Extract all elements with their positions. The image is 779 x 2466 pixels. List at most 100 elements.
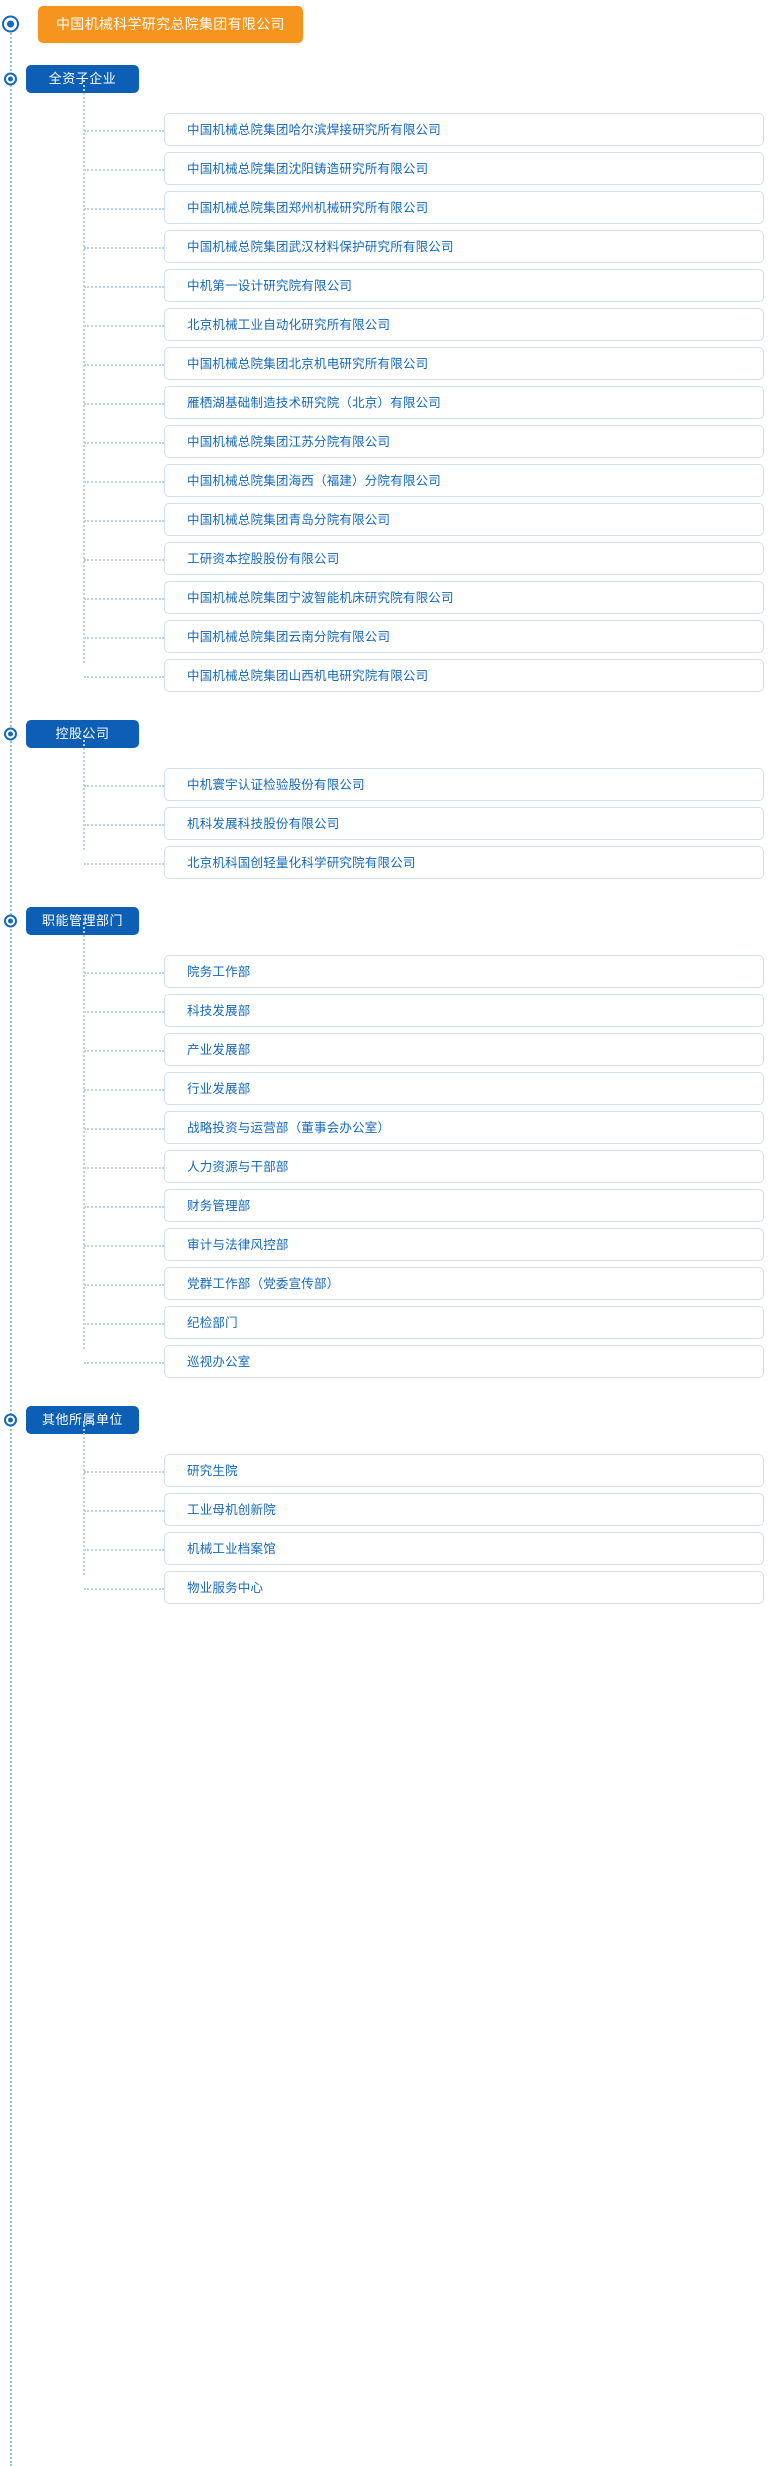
group-bullet-icon: [4, 914, 17, 928]
org-node-row: 中国机械总院集团山西机电研究院有限公司: [0, 656, 779, 695]
org-node-card[interactable]: 物业服务中心: [164, 1571, 764, 1604]
node-connector: [84, 246, 164, 249]
node-connector: [84, 1509, 164, 1512]
org-node-card[interactable]: 北京机科国创轻量化科学研究院有限公司: [164, 846, 764, 879]
org-node-row: 中国机械总院集团哈尔滨焊接研究所有限公司: [0, 110, 779, 149]
org-node-card[interactable]: 中国机械总院集团海西（福建）分院有限公司: [164, 464, 764, 497]
org-group: 控股公司中机寰宇认证检验股份有限公司机科发展科技股份有限公司北京机科国创轻量化科…: [0, 703, 779, 890]
group-label: 职能管理部门: [26, 907, 139, 935]
branch-connector: [83, 80, 85, 663]
branch-connector: [83, 735, 85, 850]
org-node-card[interactable]: 产业发展部: [164, 1033, 764, 1066]
node-connector: [84, 971, 164, 974]
org-node-card[interactable]: 机械工业档案馆: [164, 1532, 764, 1565]
org-node-card[interactable]: 中国机械总院集团云南分院有限公司: [164, 620, 764, 653]
org-node-card[interactable]: 审计与法律风控部: [164, 1228, 764, 1261]
org-node-row: 机械工业档案馆: [0, 1529, 779, 1568]
org-node-card[interactable]: 人力资源与干部部: [164, 1150, 764, 1183]
group-list: 全资子企业中国机械总院集团哈尔滨焊接研究所有限公司中国机械总院集团沈阳铸造研究所…: [0, 48, 779, 1615]
org-node-card[interactable]: 中国机械总院集团青岛分院有限公司: [164, 503, 764, 536]
org-node-card[interactable]: 中机寰宇认证检验股份有限公司: [164, 768, 764, 801]
node-connector: [84, 636, 164, 639]
node-connector: [84, 285, 164, 288]
org-node-card[interactable]: 中国机械总院集团郑州机械研究所有限公司: [164, 191, 764, 224]
org-node-row: 工业母机创新院: [0, 1490, 779, 1529]
node-connector: [84, 1283, 164, 1286]
node-connector: [84, 480, 164, 483]
org-node-card[interactable]: 院务工作部: [164, 955, 764, 988]
org-node-card[interactable]: 北京机械工业自动化研究所有限公司: [164, 308, 764, 341]
org-node-card[interactable]: 党群工作部（党委宣传部）: [164, 1267, 764, 1300]
branch-connector: [83, 1421, 85, 1575]
org-node-card[interactable]: 工业母机创新院: [164, 1493, 764, 1526]
org-node-card[interactable]: 机科发展科技股份有限公司: [164, 807, 764, 840]
group-children: 院务工作部科技发展部产业发展部行业发展部战略投资与运营部（董事会办公室） 人力资源…: [0, 922, 779, 1389]
org-node-card[interactable]: 中机第一设计研究院有限公司: [164, 269, 764, 302]
node-connector: [84, 1470, 164, 1473]
org-node-row: 中机寰宇认证检验股份有限公司: [0, 765, 779, 804]
group-children: 中机寰宇认证检验股份有限公司机科发展科技股份有限公司北京机科国创轻量化科学研究院…: [0, 735, 779, 890]
node-connector: [84, 129, 164, 132]
node-connector: [84, 784, 164, 787]
org-node-row: 北京机械工业自动化研究所有限公司: [0, 305, 779, 344]
node-connector: [84, 862, 164, 865]
node-connector: [84, 675, 164, 678]
org-node-card[interactable]: 财务管理部: [164, 1189, 764, 1222]
node-connector: [84, 1010, 164, 1013]
node-connector: [84, 1088, 164, 1091]
node-connector: [84, 1244, 164, 1247]
group-header[interactable]: 控股公司: [0, 703, 779, 765]
node-connector: [84, 168, 164, 171]
org-node-card[interactable]: 战略投资与运营部（董事会办公室）: [164, 1111, 764, 1144]
org-node-card[interactable]: 行业发展部: [164, 1072, 764, 1105]
org-node-card[interactable]: 中国机械总院集团江苏分院有限公司: [164, 425, 764, 458]
org-node-card[interactable]: 中国机械总院集团宁波智能机床研究院有限公司: [164, 581, 764, 614]
node-connector: [84, 1587, 164, 1590]
group-bullet-icon: [4, 72, 17, 86]
org-node-row: 研究生院: [0, 1451, 779, 1490]
node-connector: [84, 823, 164, 826]
org-node-card[interactable]: 科技发展部: [164, 994, 764, 1027]
org-node-card[interactable]: 中国机械总院集团武汉材料保护研究所有限公司: [164, 230, 764, 263]
org-node-row: 纪检部门: [0, 1303, 779, 1342]
node-connector: [84, 324, 164, 327]
org-node-card[interactable]: 研究生院: [164, 1454, 764, 1487]
root-bullet-icon: [2, 15, 19, 33]
org-node-row: 审计与法律风控部: [0, 1225, 779, 1264]
org-node-row: 人力资源与干部部: [0, 1147, 779, 1186]
branch-connector: [83, 922, 85, 1349]
group-bullet-icon: [4, 727, 17, 741]
org-node-card[interactable]: 巡视办公室: [164, 1345, 764, 1378]
org-node-row: 中国机械总院集团云南分院有限公司: [0, 617, 779, 656]
org-node-card[interactable]: 中国机械总院集团山西机电研究院有限公司: [164, 659, 764, 692]
org-node-row: 中国机械总院集团江苏分院有限公司: [0, 422, 779, 461]
group-children: 中国机械总院集团哈尔滨焊接研究所有限公司中国机械总院集团沈阳铸造研究所有限公司中…: [0, 80, 779, 703]
group-label: 控股公司: [26, 720, 139, 748]
org-node-row: 雁栖湖基础制造技术研究院（北京）有限公司: [0, 383, 779, 422]
org-node-row: 院务工作部: [0, 952, 779, 991]
org-node-card[interactable]: 中国机械总院集团北京机电研究所有限公司: [164, 347, 764, 380]
org-node-row: 党群工作部（党委宣传部）: [0, 1264, 779, 1303]
org-node-row: 财务管理部: [0, 1186, 779, 1225]
org-node-row: 战略投资与运营部（董事会办公室）: [0, 1108, 779, 1147]
org-node-row: 物业服务中心: [0, 1568, 779, 1607]
node-connector: [84, 1322, 164, 1325]
group-bullet-icon: [4, 1413, 17, 1427]
org-node-card[interactable]: 工研资本控股股份有限公司: [164, 542, 764, 575]
org-node-card[interactable]: 中国机械总院集团哈尔滨焊接研究所有限公司: [164, 113, 764, 146]
group-label: 全资子企业: [26, 65, 139, 93]
node-connector: [84, 597, 164, 600]
node-connector: [84, 558, 164, 561]
org-node-card[interactable]: 雁栖湖基础制造技术研究院（北京）有限公司: [164, 386, 764, 419]
org-node-row: 中国机械总院集团宁波智能机床研究院有限公司: [0, 578, 779, 617]
group-header[interactable]: 其他所属单位: [0, 1389, 779, 1451]
node-connector: [84, 363, 164, 366]
org-node-row: 中国机械总院集团郑州机械研究所有限公司: [0, 188, 779, 227]
org-node-card[interactable]: 纪检部门: [164, 1306, 764, 1339]
org-group: 职能管理部门院务工作部科技发展部产业发展部行业发展部战略投资与运营部（董事会办公…: [0, 890, 779, 1389]
group-header[interactable]: 全资子企业: [0, 48, 779, 110]
root-node[interactable]: 中国机械科学研究总院集团有限公司: [0, 0, 779, 48]
group-header[interactable]: 职能管理部门: [0, 890, 779, 952]
org-node-card[interactable]: 中国机械总院集团沈阳铸造研究所有限公司: [164, 152, 764, 185]
